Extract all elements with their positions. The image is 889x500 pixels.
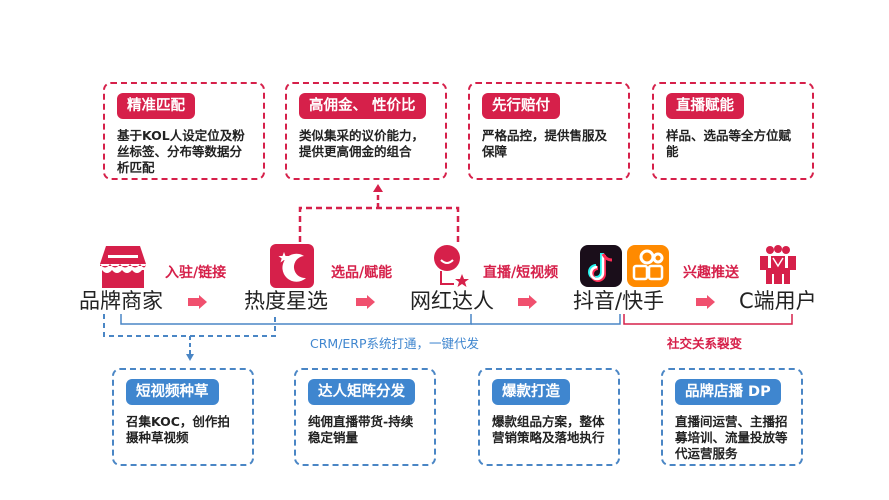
card-title: 品牌店播 DP	[675, 379, 781, 405]
card-title: 短视频种草	[126, 379, 219, 405]
kuaishou-icon	[627, 245, 669, 287]
card-desc: 召集KOC，创作拍摄种草视频	[126, 414, 230, 445]
node-platforms: 抖音/快手	[573, 289, 665, 313]
edge-label-settle-link: 入驻/链接	[165, 265, 227, 281]
top-card-advance-compensation: 先行赔付 严格品控，提供售服及保障	[468, 82, 630, 180]
card-desc: 爆款组品方案，整体营销策略及落地执行	[492, 414, 605, 445]
bottom-card-influencer-matrix: 达人矩阵分发 纯佣直播带货-持续稳定销量	[294, 368, 436, 466]
bottom-card-brand-store-live: 品牌店播 DP 直播间运营、主播招募培训、流量投放等代运营服务	[661, 368, 803, 466]
top-card-high-commission: 高佣金、 性价比 类似集采的议价能力，提供更高佣金的组合	[285, 82, 447, 180]
card-desc: 样品、选品等全方位赋能	[666, 128, 792, 159]
flow-arrow-icon	[356, 295, 375, 309]
edge-label-select-empower: 选品/赋能	[331, 265, 393, 281]
node-influencer: 网红达人	[410, 289, 494, 313]
flow-arrow-icon	[188, 295, 207, 309]
bottom-card-hit-product: 爆款打造 爆款组品方案，整体营销策略及落地执行	[478, 368, 620, 466]
crm-erp-label: CRM/ERP系统打通，一键代发	[310, 336, 480, 351]
card-desc: 基于KOL人设定位及粉丝标签、分布等数据分析匹配	[117, 128, 245, 175]
card-title: 达人矩阵分发	[308, 379, 415, 405]
card-desc: 直播间运营、主播招募培训、流量投放等代运营服务	[675, 414, 788, 461]
storefront-icon	[100, 246, 146, 288]
users-group-icon	[760, 245, 796, 284]
social-fission-label: 社交关系裂变	[667, 336, 743, 351]
influencer-icon	[434, 245, 469, 287]
bottom-card-short-video: 短视频种草 召集KOC，创作拍摄种草视频	[112, 368, 254, 466]
card-desc: 严格品控，提供售服及保障	[482, 128, 608, 159]
top-connector	[298, 184, 460, 242]
edge-label-interest-push: 兴趣推送	[683, 265, 739, 281]
card-title: 先行赔付	[482, 93, 560, 119]
card-title: 高佣金、 性价比	[299, 93, 426, 119]
douyin-icon	[580, 245, 622, 287]
card-title: 爆款打造	[492, 379, 570, 405]
top-card-live-empower: 直播赋能 样品、选品等全方位赋能	[652, 82, 814, 180]
card-title: 精准匹配	[117, 93, 195, 119]
bracket-lines	[103, 314, 793, 361]
node-redu-xingxuan: 热度星选	[244, 289, 328, 313]
flow-arrow-icon	[696, 295, 715, 309]
card-desc: 纯佣直播带货-持续稳定销量	[308, 414, 414, 445]
node-c-users: C端用户	[739, 289, 817, 313]
top-card-precise-matching: 精准匹配 基于KOL人设定位及粉丝标签、分布等数据分析匹配	[103, 82, 265, 180]
moon-star-logo-icon	[270, 244, 314, 288]
edge-label-live-shortvideo: 直播/短视频	[483, 265, 559, 281]
card-title: 直播赋能	[666, 93, 744, 119]
flow-arrow-icon	[518, 295, 537, 309]
node-brand-merchant: 品牌商家	[79, 289, 163, 313]
card-desc: 类似集采的议价能力，提供更高佣金的组合	[299, 128, 425, 159]
